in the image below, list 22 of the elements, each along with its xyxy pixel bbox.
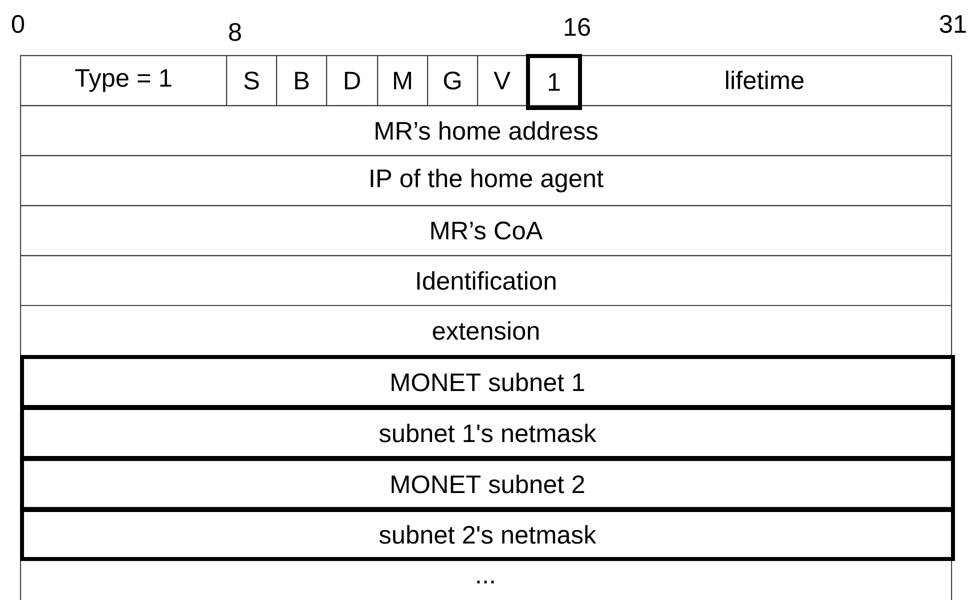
highlighted-field: subnet 1's netmask [20,406,955,460]
field-cell: B [276,55,328,106]
highlighted-field: 1 [526,54,582,110]
field-cell: IP of the home agent [20,155,952,206]
field-cell: Identification [20,255,952,306]
bit-number: 16 [564,18,590,36]
field-cell: V [477,55,528,106]
highlighted-field: subnet 2's netmask [20,508,955,561]
highlighted-field: MONET subnet 2 [20,457,955,511]
field-cell: MR’s CoA [20,205,952,256]
field-cell: M [377,55,428,106]
field-cell: G [427,55,478,106]
bit-number: 31 [940,15,966,33]
field-cell: lifetime [578,55,952,106]
field-cell: S [226,55,278,106]
field-cell: extension [20,305,952,356]
field-cell: Type = 1 [20,55,228,106]
field-cell: MR’s home address [20,105,952,156]
highlighted-field: MONET subnet 1 [20,355,955,409]
bit-number: 0 [12,15,24,33]
field-cell: D [326,55,378,106]
bit-number: 8 [229,23,241,41]
